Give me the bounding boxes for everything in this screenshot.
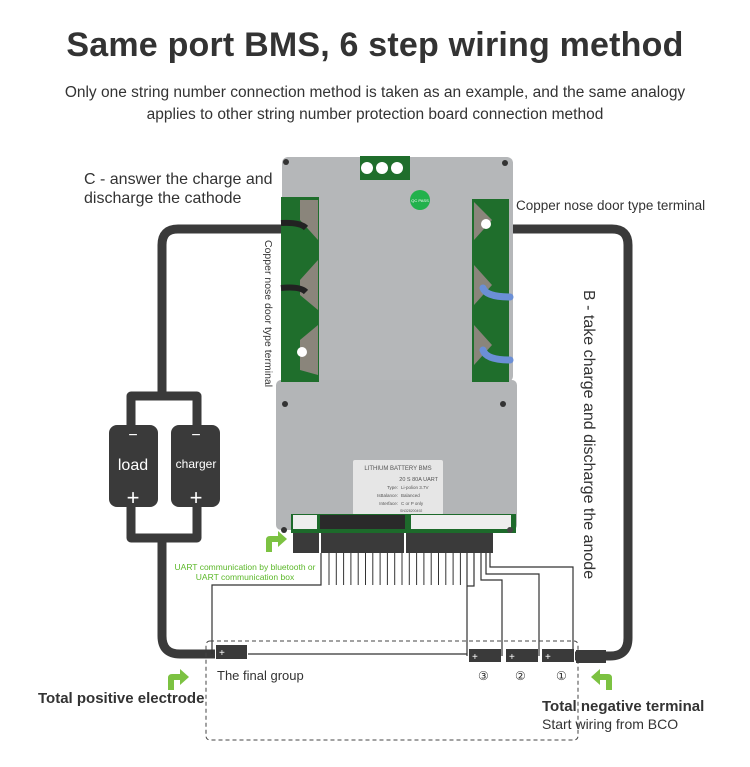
load-plus: + xyxy=(127,485,140,510)
blue-cable xyxy=(479,346,514,364)
uart-arrow-icon xyxy=(266,531,287,552)
connector-blocks xyxy=(293,533,493,553)
total-positive-label: Total positive electrode xyxy=(38,690,205,707)
port-hole xyxy=(361,162,373,174)
bms-label-type-val: Li-polion 3.7V xyxy=(401,485,429,490)
cell-plus-sign: + xyxy=(219,648,225,659)
load-label: load xyxy=(118,457,148,474)
negative-terminal-block xyxy=(576,650,606,663)
uart-plug xyxy=(293,533,319,553)
b-terminal-label: B - take charge and discharge the anode xyxy=(580,290,597,580)
qc-sticker-text: QC PASS xyxy=(411,198,429,203)
screw xyxy=(502,160,508,166)
screw xyxy=(507,527,513,533)
qc-sticker xyxy=(410,190,430,210)
c-wire xyxy=(157,224,298,396)
charger-minus: − xyxy=(191,427,200,444)
blue-cable xyxy=(479,284,514,301)
cell-number-2: ② xyxy=(515,669,526,683)
bms-top-plate xyxy=(282,157,513,382)
cell-1 xyxy=(542,649,574,662)
bms-label-balance-key: IsBalance: xyxy=(377,493,398,498)
bms-label-type-key: Type: xyxy=(387,485,398,490)
battery-pack-boundary xyxy=(205,640,579,741)
final-group-label: The final group xyxy=(217,668,304,683)
screw xyxy=(281,527,287,533)
balance-plug-b xyxy=(406,533,493,553)
copper-terminal xyxy=(474,325,492,365)
b-wire xyxy=(505,224,633,661)
copper-terminal xyxy=(300,200,318,240)
terminal-hole xyxy=(481,219,491,229)
load-charger-top-wire xyxy=(126,391,202,428)
charger-plus: + xyxy=(190,485,203,510)
uart-wire xyxy=(211,553,322,654)
cells: + + + + xyxy=(216,645,606,663)
charger-body xyxy=(171,425,220,507)
screw xyxy=(282,401,288,407)
black-cable xyxy=(280,219,309,231)
cell-2 xyxy=(506,649,538,662)
load-minus: − xyxy=(128,427,137,444)
charger-device: − charger + xyxy=(171,425,220,510)
cell-plus-sign: + xyxy=(545,652,551,663)
balance-connector-white xyxy=(411,515,511,529)
page-subtitle: Only one string number connection method… xyxy=(64,84,686,123)
total-negative-label: Total negative terminal xyxy=(542,698,705,715)
copper-terminal-label-right: Copper nose door type terminal xyxy=(516,198,706,213)
cell-number-3: ③ xyxy=(478,669,489,683)
bms-label-spec: 20 S 80A UART xyxy=(399,477,438,483)
cell-final xyxy=(216,645,247,659)
cell-2b-wire xyxy=(485,553,540,656)
bms-board: QC PASS LITHIUM BATTERY BMS 20 S 80A UAR… xyxy=(276,156,517,533)
copper-terminal xyxy=(300,325,318,375)
cell-3 xyxy=(469,649,501,662)
terminal-hole xyxy=(297,347,307,357)
bms-label-interface-key: Interface: xyxy=(379,501,398,506)
positive-return-wire xyxy=(157,538,215,659)
c-terminal-label: C - answer the charge and discharge the … xyxy=(84,171,273,207)
cell-3b-wire xyxy=(467,553,475,587)
balance-plug-a xyxy=(321,533,404,553)
copper-terminal-label-left: Copper nose door type terminal xyxy=(262,240,274,388)
negative-arrow-icon xyxy=(591,669,612,690)
cell-number-1: ① xyxy=(556,669,567,683)
main-wires xyxy=(126,224,633,661)
port-hole xyxy=(376,162,388,174)
cell-2-wire xyxy=(480,553,503,656)
uart-connector xyxy=(293,515,317,529)
screw xyxy=(283,159,289,165)
uart-label: UART communication by bluetooth or UART … xyxy=(174,562,316,582)
bms-label-balance-val: Balanced xyxy=(401,493,420,498)
port-hole xyxy=(391,162,403,174)
black-cable xyxy=(280,284,309,295)
charger-label: charger xyxy=(176,457,217,471)
copper-terminal xyxy=(300,260,318,310)
positive-arrow-icon xyxy=(168,669,189,690)
load-device: − load + xyxy=(109,425,158,510)
load-body xyxy=(109,425,158,507)
bms-label-title: LITHIUM BATTERY BMS xyxy=(364,466,431,472)
cell-1-wire xyxy=(489,553,574,656)
cell-plus-sign: + xyxy=(509,652,515,663)
bms-label-sticker xyxy=(353,460,443,515)
bms-plate xyxy=(276,380,517,530)
balance-wires xyxy=(328,553,461,585)
balance-connector-black xyxy=(320,515,405,529)
page-title: Same port BMS, 6 step wiring method xyxy=(66,26,684,64)
bms-label-interface-val: C or P only xyxy=(401,501,424,506)
cell-wires xyxy=(211,553,574,656)
load-charger-bottom-wire xyxy=(126,505,202,543)
bms-label-serial: SN328200492 xyxy=(400,509,422,513)
start-wiring-label: Start wiring from BCO xyxy=(542,716,679,732)
cell-plus-sign: + xyxy=(472,652,478,663)
screw xyxy=(500,401,506,407)
